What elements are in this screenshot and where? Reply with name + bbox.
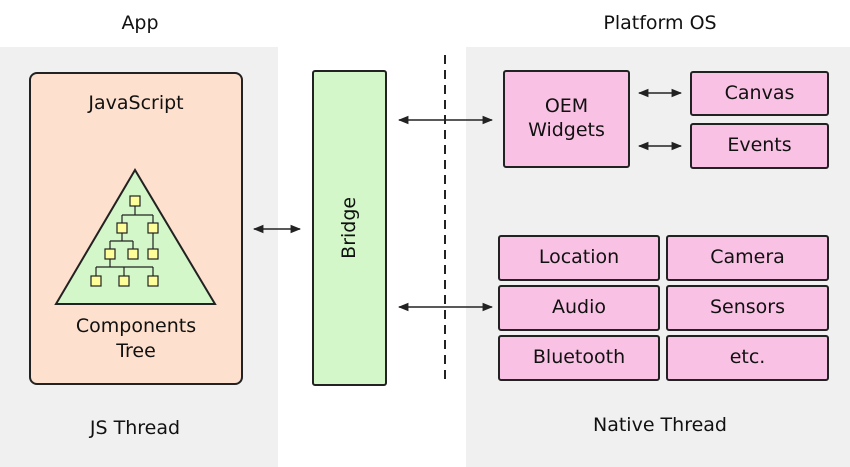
module-bluetooth: Bluetooth — [498, 335, 660, 381]
module-audio: Audio — [498, 285, 660, 331]
platform-section-title: Platform OS — [603, 12, 717, 34]
js-thread-label: JS Thread — [89, 417, 181, 439]
oem-widgets-box: OEM Widgets — [503, 70, 630, 168]
module-location: Location — [498, 235, 660, 281]
javascript-label: JavaScript — [88, 92, 184, 114]
components-tree-label: Components Tree — [75, 315, 197, 362]
app-section-title: App — [121, 12, 159, 34]
canvas-box: Canvas — [690, 71, 829, 116]
module-camera: Camera — [666, 235, 829, 281]
bridge-label: Bridge — [337, 197, 360, 259]
native-thread-label: Native Thread — [593, 414, 727, 436]
module-etc: etc. — [666, 335, 829, 381]
events-box: Events — [690, 123, 829, 169]
components-tree-icon — [54, 168, 217, 305]
module-sensors: Sensors — [666, 285, 829, 331]
bridge-box: Bridge — [312, 70, 387, 386]
